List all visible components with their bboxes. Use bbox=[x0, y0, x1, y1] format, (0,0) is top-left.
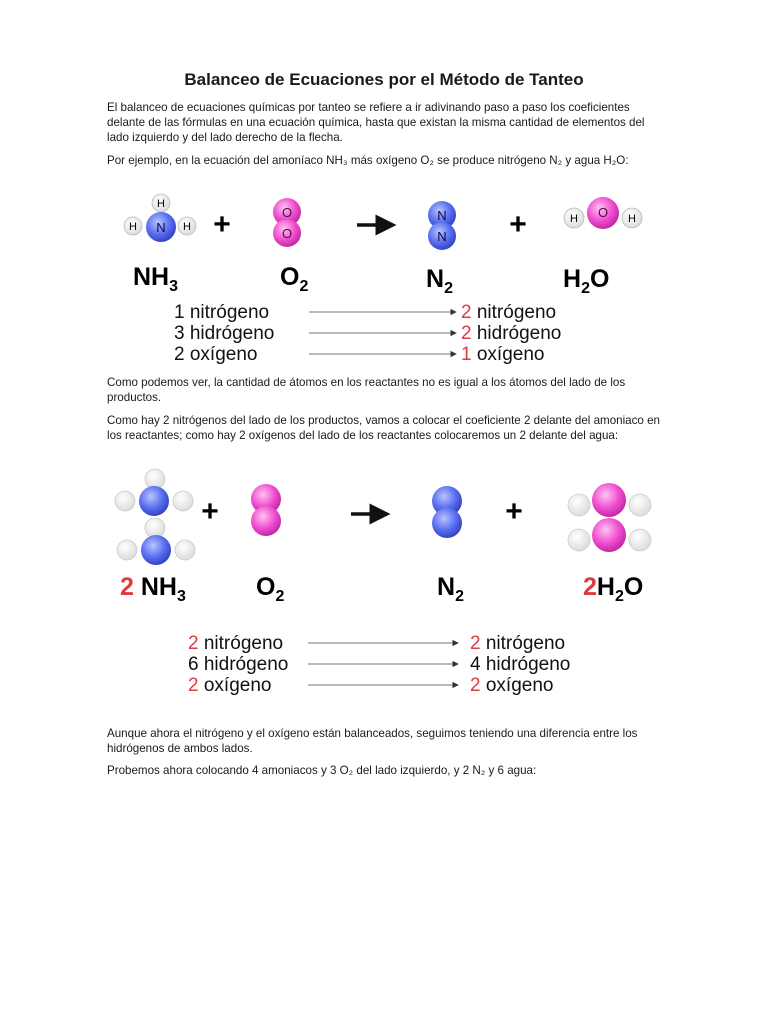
svg-text:4 hidrógeno: 4 hidrógeno bbox=[470, 654, 570, 675]
formula-n2: N2 bbox=[437, 573, 464, 605]
paragraph-next-attempt: Probemos ahora colocando 4 amoniacos y 3… bbox=[107, 764, 537, 777]
atom-count-row: 3 hidrógeno 2 hidrógeno bbox=[174, 323, 561, 344]
paragraph-intro: El balanceo de ecuaciones químicas por t… bbox=[107, 101, 645, 144]
formula-n2: N2 bbox=[426, 265, 453, 297]
formula-o2: O2 bbox=[280, 263, 308, 295]
water-molecule bbox=[567, 483, 652, 517]
svg-text:2 oxígeno: 2 oxígeno bbox=[174, 344, 257, 365]
svg-text:2 nitrógeno: 2 nitrógeno bbox=[470, 633, 565, 654]
nitrogen-atom-label: N bbox=[437, 208, 446, 223]
oxygen-atom-label: O bbox=[282, 226, 292, 241]
svg-text:2 nitrógeno: 2 nitrógeno bbox=[461, 302, 556, 323]
paragraph-observation: Como podemos ver, la cantidad de átomos … bbox=[107, 376, 626, 404]
ammonia-molecule bbox=[116, 517, 196, 565]
water-molecule bbox=[567, 518, 652, 552]
ammonia-molecule: H H H N bbox=[123, 193, 197, 242]
ammonia-molecule bbox=[114, 468, 194, 516]
hydrogen-atom-label: H bbox=[183, 221, 191, 233]
formula-2nh3: 2 NH3 bbox=[120, 573, 186, 605]
plus-sign: + bbox=[505, 495, 523, 528]
atom-count-row: 2 oxígeno 1 oxígeno bbox=[174, 344, 544, 365]
figure-partially-balanced-equation: + + 2 NH3 bbox=[0, 465, 768, 700]
figure-unbalanced-equation: H H H N + O O N N + bbox=[0, 192, 768, 372]
nitrogen-molecule: N N bbox=[428, 201, 456, 250]
svg-text:3 hidrógeno: 3 hidrógeno bbox=[174, 323, 274, 344]
paragraph-example: Por ejemplo, en la ecuación del amoníaco… bbox=[107, 154, 629, 167]
nitrogen-molecule bbox=[432, 486, 462, 538]
oxygen-atom-label: O bbox=[282, 205, 292, 220]
nitrogen-atom-label: N bbox=[156, 220, 165, 235]
nitrogen-atom-label: N bbox=[437, 229, 446, 244]
formula-nh3: NH3 bbox=[133, 263, 178, 295]
hydrogen-atom-label: H bbox=[129, 221, 137, 233]
page-title: Balanceo de Ecuaciones por el Método de … bbox=[184, 70, 584, 89]
atom-count-row: 6 hidrógeno 4 hidrógeno bbox=[188, 654, 570, 675]
svg-text:6 hidrógeno: 6 hidrógeno bbox=[188, 654, 288, 675]
paragraph-coefficient: Como hay 2 nitrógenos del lado de los pr… bbox=[107, 414, 660, 442]
plus-sign: + bbox=[201, 495, 219, 528]
svg-text:2 oxígeno: 2 oxígeno bbox=[188, 675, 271, 696]
oxygen-molecule bbox=[251, 484, 281, 536]
paragraph-hydrogen-difference: Aunque ahora el nitrógeno y el oxígeno e… bbox=[107, 727, 638, 755]
svg-text:1 oxígeno: 1 oxígeno bbox=[461, 344, 544, 365]
plus-sign: + bbox=[213, 208, 231, 241]
hydrogen-atom-label: H bbox=[570, 213, 578, 225]
hydrogen-atom-label: H bbox=[157, 198, 165, 210]
atom-count-row: 2 nitrógeno 2 nitrógeno bbox=[188, 633, 565, 654]
svg-text:1 nitrógeno: 1 nitrógeno bbox=[174, 302, 269, 323]
oxygen-atom-label: O bbox=[598, 205, 608, 220]
atom-count-row: 1 nitrógeno 2 nitrógeno bbox=[174, 302, 556, 323]
formula-h2o: H2O bbox=[563, 265, 609, 297]
plus-sign: + bbox=[509, 208, 527, 241]
oxygen-molecule: O O bbox=[273, 198, 301, 247]
hydrogen-atom-label: H bbox=[628, 213, 636, 225]
svg-text:2 nitrógeno: 2 nitrógeno bbox=[188, 633, 283, 654]
atom-count-row: 2 oxígeno 2 oxígeno bbox=[188, 675, 553, 696]
formula-o2: O2 bbox=[256, 573, 284, 605]
svg-text:2 oxígeno: 2 oxígeno bbox=[470, 675, 553, 696]
water-molecule: H H O bbox=[563, 197, 643, 229]
formula-2h2o: 2H2O bbox=[583, 573, 643, 605]
svg-text:2 hidrógeno: 2 hidrógeno bbox=[461, 323, 561, 344]
